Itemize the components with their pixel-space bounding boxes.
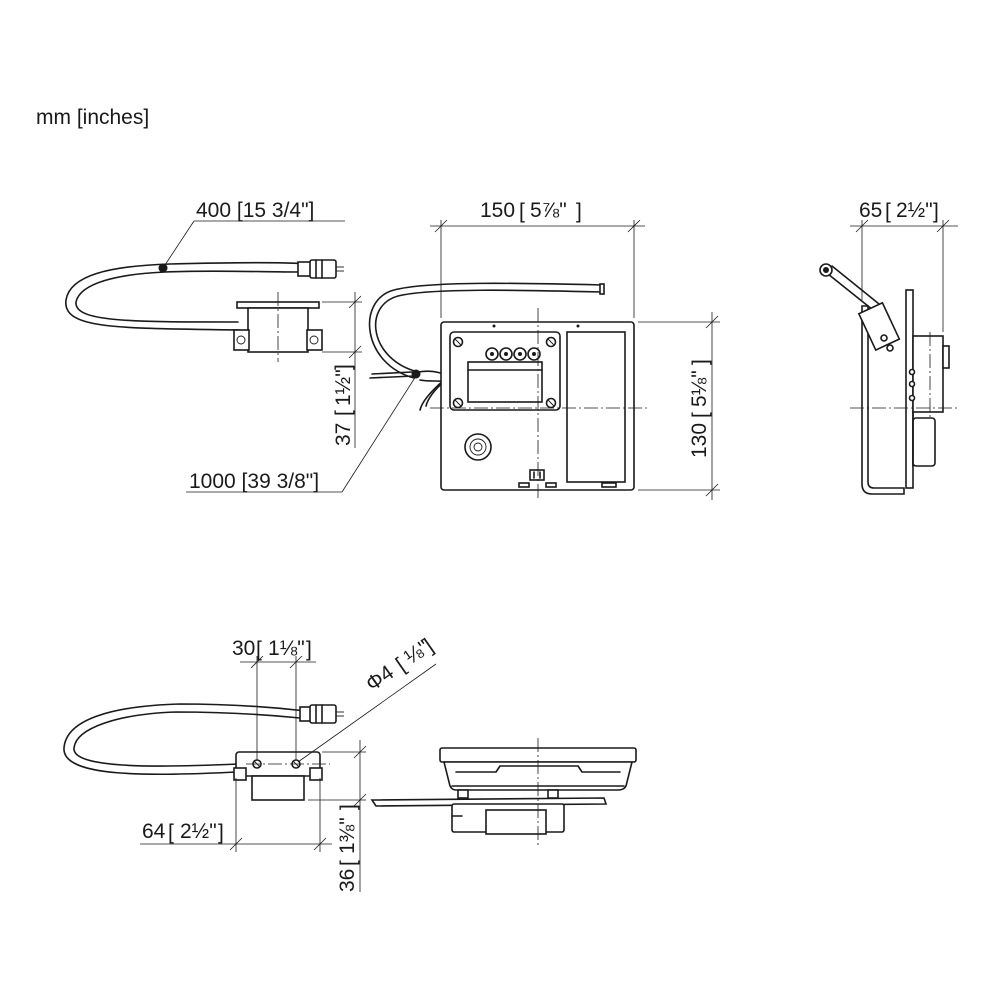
- dim-depth-65: 65 [ 2½" ]: [859, 199, 939, 223]
- units-label: mm [inches]: [36, 106, 149, 129]
- control-unit-side-view: [819, 219, 960, 495]
- svg-text:36: 36: [336, 869, 359, 892]
- svg-text:]: ]: [332, 364, 355, 370]
- svg-text:5⅛": 5⅛": [688, 370, 711, 407]
- control-unit-top-view: [370, 738, 637, 846]
- svg-text:[: [: [885, 200, 891, 223]
- svg-text:[: [: [168, 821, 174, 844]
- svg-text:2½": 2½": [180, 820, 217, 843]
- dim-height-37: 37 [ 1½" ]: [332, 364, 355, 446]
- svg-text:]: ]: [689, 359, 712, 365]
- dim-cable-1000: 1000 [39 3/8"]: [189, 470, 319, 493]
- control-unit-front-view: [186, 219, 720, 500]
- svg-text:5⅞": 5⅞": [530, 199, 567, 222]
- svg-text:1⅜": 1⅜": [336, 817, 359, 854]
- svg-text:150: 150: [480, 199, 515, 222]
- dim-width-30: 30 [ 1⅛" ]: [232, 637, 312, 661]
- svg-text:Φ4: Φ4: [362, 661, 399, 696]
- transformer-front-view: [65, 220, 362, 448]
- dim-cable-400: 400 [15 3/4"]: [196, 199, 314, 222]
- dim-height-130: 130 [ 5⅛" ]: [688, 359, 712, 458]
- svg-text:65: 65: [859, 199, 882, 222]
- svg-text:]: ]: [337, 804, 360, 810]
- svg-text:2½": 2½": [896, 199, 933, 222]
- transformer-top-view: [63, 655, 437, 892]
- dim-height-36: 36 [ 1⅜" ]: [336, 804, 360, 892]
- svg-text:]: ]: [306, 638, 312, 661]
- svg-text:]: ]: [218, 821, 224, 844]
- svg-text:1½": 1½": [332, 369, 355, 406]
- svg-text:[: [: [337, 860, 360, 866]
- svg-text:[: [: [256, 638, 262, 661]
- svg-text:37: 37: [332, 423, 355, 446]
- svg-text:1⅛": 1⅛": [268, 637, 305, 660]
- svg-text:30: 30: [232, 637, 255, 660]
- svg-text:[: [: [332, 410, 355, 416]
- svg-text:]: ]: [933, 200, 939, 223]
- dim-length-64: 64 [ 2½" ]: [142, 820, 224, 844]
- svg-text:[: [: [519, 200, 525, 223]
- svg-text:64: 64: [142, 820, 166, 843]
- svg-text:[: [: [689, 412, 712, 418]
- dim-width-150: 150 [ 5⅞" ]: [480, 199, 582, 223]
- svg-text:]: ]: [576, 200, 582, 223]
- dim-hole-4: Φ4 [ ⅛" ]: [362, 635, 438, 697]
- svg-text:130: 130: [688, 423, 711, 458]
